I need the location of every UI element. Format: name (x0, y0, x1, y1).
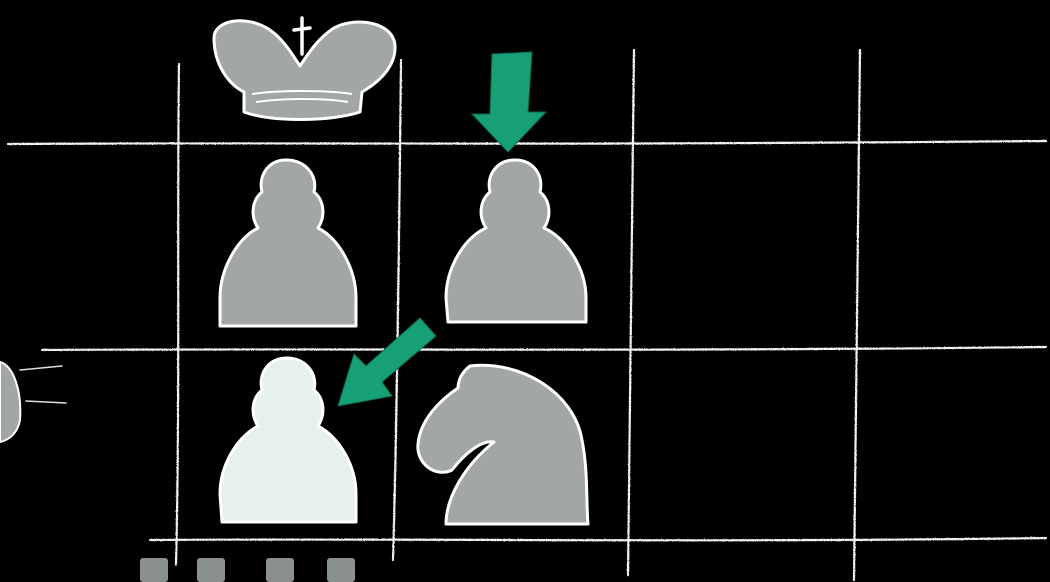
grid-line-h3 (150, 538, 1046, 540)
arrow-down-icon (472, 52, 546, 152)
arrow-down-left-icon (338, 318, 436, 406)
grid-line-v1 (176, 64, 179, 565)
square-marker (266, 558, 294, 582)
pawn-icon (220, 358, 356, 522)
grid-line-v4 (854, 50, 860, 580)
grid-line-v2 (393, 60, 401, 560)
pawn-icon (446, 160, 586, 322)
grid-line-h2 (42, 347, 1046, 350)
pawn-icon (220, 160, 356, 326)
motion-stroke-2 (26, 401, 66, 403)
square-marker (140, 558, 168, 582)
partial-piece-left-edge (0, 362, 20, 442)
square-marker (327, 558, 355, 582)
bottom-square-markers (140, 558, 355, 582)
motion-strokes (20, 366, 66, 403)
motion-stroke-1 (20, 366, 62, 370)
grid-line-h1 (8, 141, 1046, 144)
king-icon (214, 18, 395, 120)
square-marker (197, 558, 225, 582)
knight-icon (418, 365, 588, 524)
grid-line-v3 (628, 50, 634, 575)
